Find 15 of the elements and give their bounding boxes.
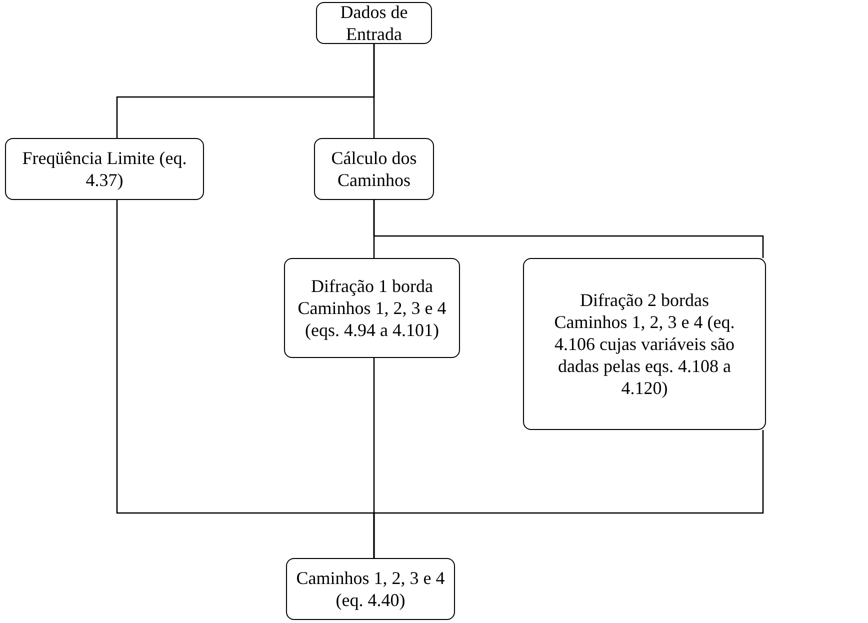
box-text: Freqüência Limite (eq. 4.37): [21, 147, 188, 191]
box-text: Cálculo dos Caminhos: [330, 147, 418, 191]
connector-line: [373, 430, 764, 558]
connector-line: [373, 200, 764, 258]
process-box: [286, 558, 455, 620]
box-text: Difração 1 borda Caminhos 1, 2, 3 e 4 (eqs. 4.94 a 4.101): [296, 275, 448, 341]
box-text: Difração 2 bordas Caminhos 1, 2, 3 e 4 (eq. 4.106 cujas variáveis são dadas pelas eqs. 4.108 a 4.120): [553, 289, 736, 399]
box-text: Caminhos 1, 2, 3 e 4 (eq. 4.40): [295, 567, 446, 611]
process-box: [284, 258, 460, 358]
process-box: [314, 138, 434, 200]
process-box: [523, 258, 766, 430]
process-box: [316, 2, 432, 44]
process-box: [5, 138, 204, 200]
box-text: Dados de Entrada: [339, 1, 409, 45]
connector-line: [373, 44, 375, 138]
